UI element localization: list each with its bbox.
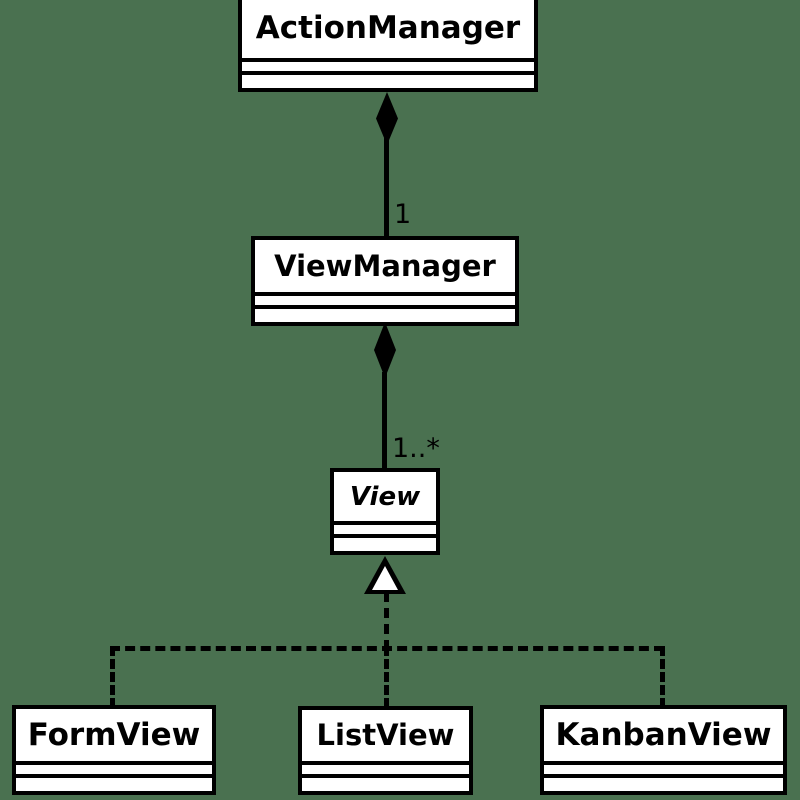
composition-diamond-actionmanager-viewmanager	[376, 92, 398, 145]
operations-compartment-viewmanager	[255, 309, 515, 322]
operations-compartment-actionmanager	[242, 75, 534, 88]
attributes-compartment-kanbanview	[544, 765, 783, 778]
operations-compartment-listview	[302, 778, 469, 791]
attributes-compartment-listview	[302, 765, 469, 778]
operations-compartment-view	[334, 538, 436, 551]
class-name-actionmanager: ActionManager	[242, 0, 534, 62]
class-name-formview: FormView	[16, 709, 212, 765]
class-name-view: View	[334, 472, 436, 525]
class-box-listview[interactable]: ListView	[298, 706, 473, 795]
composition-line-viewmanager-view	[382, 372, 387, 470]
class-box-actionmanager[interactable]: ActionManager	[238, 0, 538, 92]
class-box-view[interactable]: View	[330, 468, 440, 555]
composition-line-actionmanager-viewmanager	[384, 138, 389, 238]
composition-diamond-viewmanager-view	[374, 322, 396, 378]
class-name-kanbanview: KanbanView	[544, 709, 783, 765]
realization-drop-kanbanview	[660, 646, 665, 708]
realization-arrowhead-view	[364, 556, 406, 594]
realization-drop-listview	[384, 646, 389, 708]
realization-stem-view	[384, 592, 389, 650]
attributes-compartment-actionmanager	[242, 62, 534, 75]
class-box-kanbanview[interactable]: KanbanView	[540, 705, 787, 795]
attributes-compartment-viewmanager	[255, 296, 515, 309]
operations-compartment-kanbanview	[544, 778, 783, 791]
class-name-viewmanager: ViewManager	[255, 240, 515, 296]
attributes-compartment-view	[334, 525, 436, 538]
realization-drop-formview	[110, 646, 115, 708]
operations-compartment-formview	[16, 778, 212, 791]
class-box-viewmanager[interactable]: ViewManager	[251, 236, 519, 326]
multiplicity-label-viewmanager: 1	[394, 199, 412, 230]
attributes-compartment-formview	[16, 765, 212, 778]
multiplicity-label-view: 1..*	[392, 433, 440, 464]
class-name-listview: ListView	[302, 710, 469, 765]
class-box-formview[interactable]: FormView	[12, 705, 216, 795]
